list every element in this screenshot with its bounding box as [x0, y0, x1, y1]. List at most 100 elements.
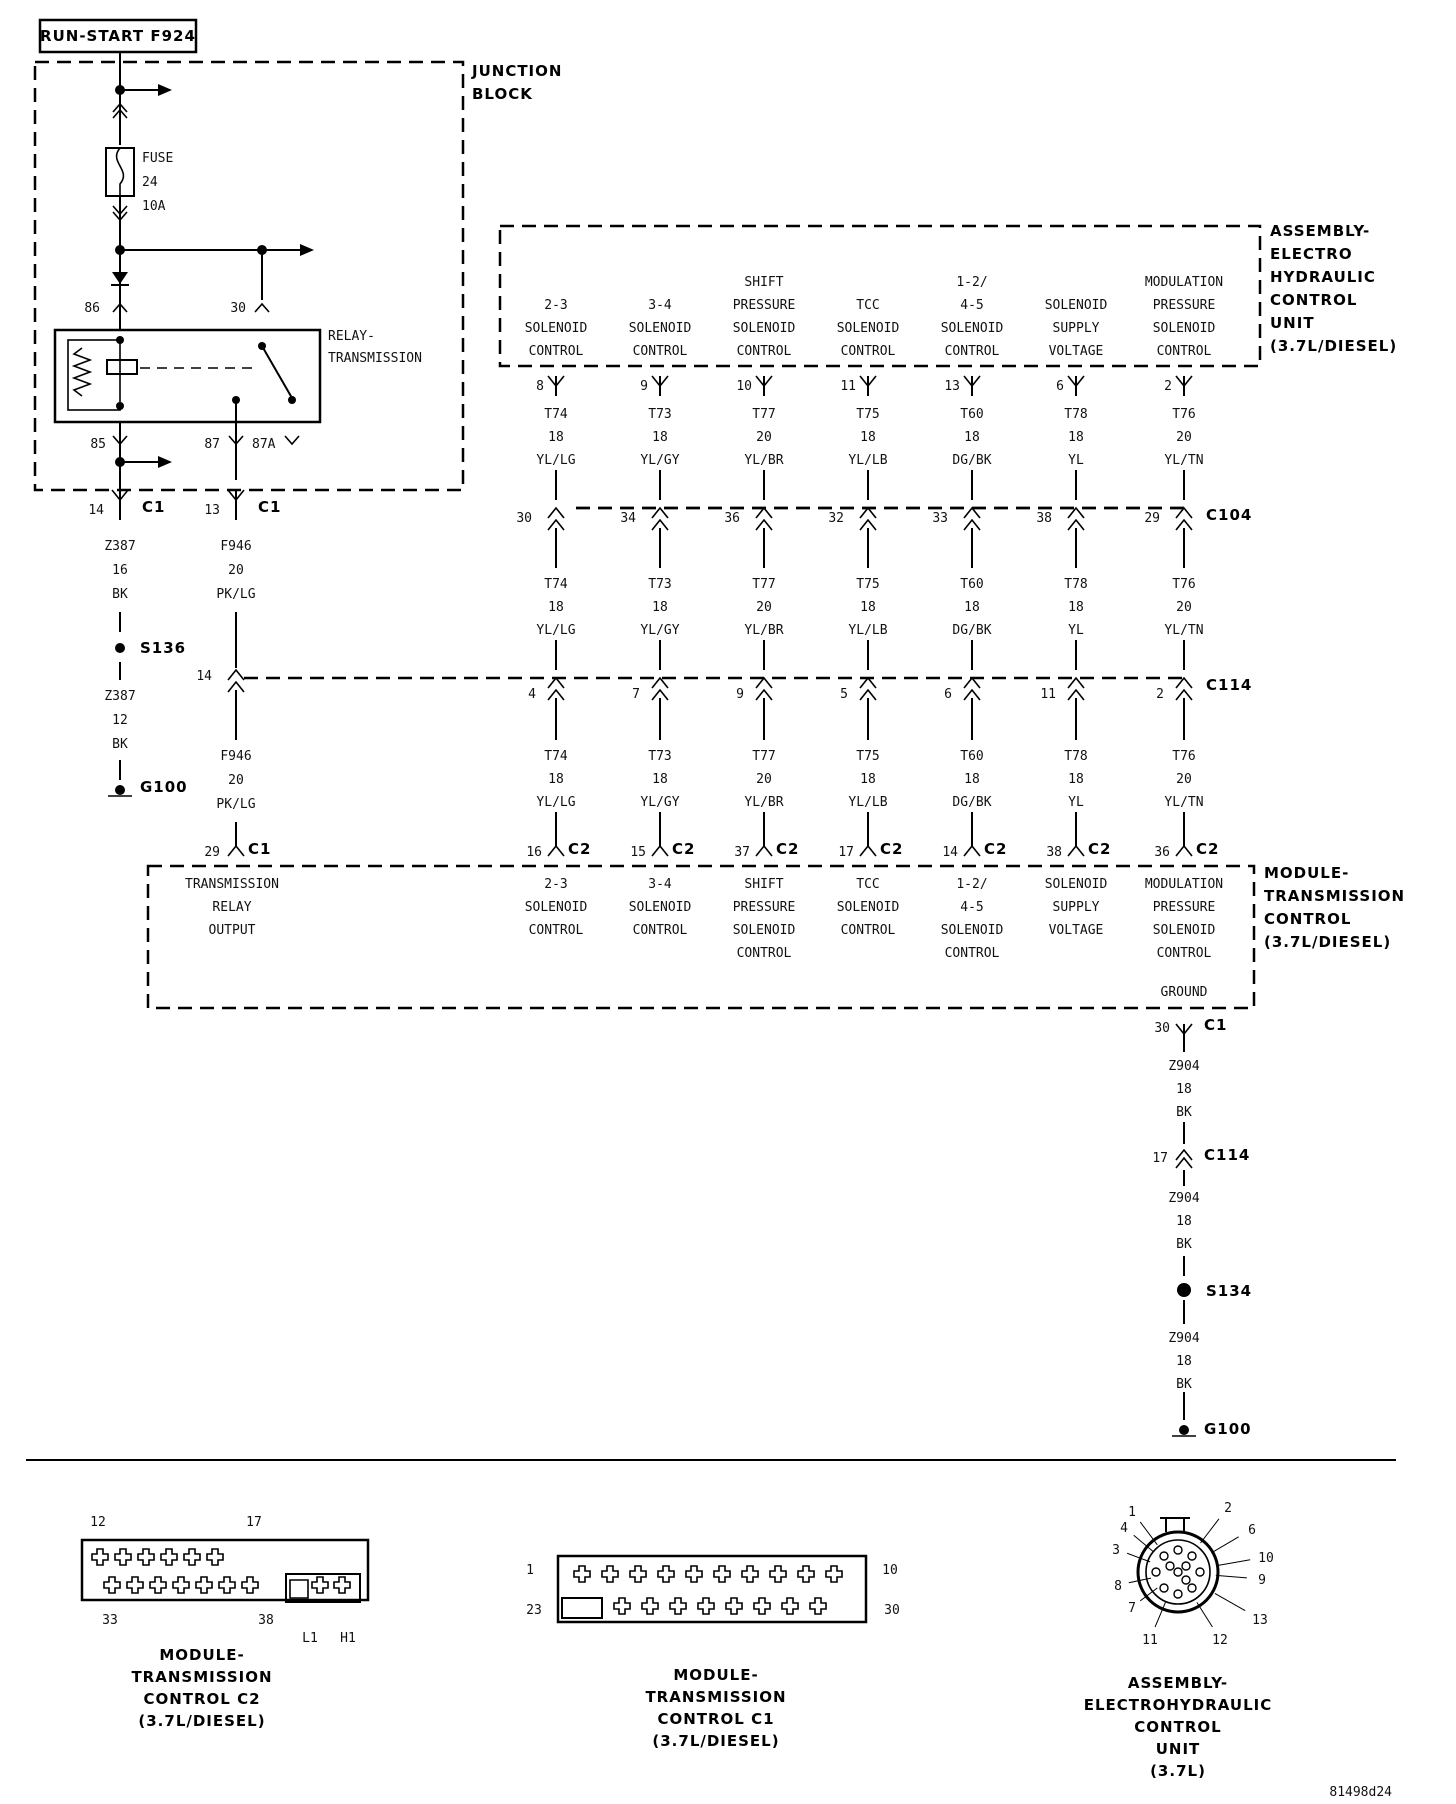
connector-symbol [547, 518, 565, 531]
connector-symbol [1067, 676, 1085, 689]
c2-view-label: CONTROL C2 [143, 1690, 260, 1708]
ehcu-label: CONTROL [1270, 291, 1357, 309]
connector-symbol [755, 676, 773, 689]
module-name: SOLENOID [1153, 923, 1216, 938]
connector-symbol [227, 844, 245, 857]
circuit-name: SOLENOID [941, 321, 1004, 336]
connector-symbol [859, 676, 877, 689]
connector-symbol [1067, 844, 1085, 857]
wire-label: T76 [1172, 577, 1195, 592]
wire-label: YL/LB [848, 623, 887, 638]
circuit-name: CONTROL [633, 344, 688, 359]
connector-c2: C2 [1088, 840, 1111, 858]
c104-pin: 32 [828, 511, 844, 526]
ehcu-view-label: UNIT [1156, 1740, 1201, 1758]
ehcu-connector-body [1136, 1530, 1220, 1614]
module-name: CONTROL [633, 923, 688, 938]
wire-label: 20 [756, 772, 772, 787]
module-name: SOLENOID [629, 900, 692, 915]
ehcu-pin-leader [1139, 1521, 1158, 1546]
c114-pin: 9 [736, 687, 744, 702]
resistor-icon [71, 347, 93, 397]
circuit-name: SOLENOID [1153, 321, 1216, 336]
wire-label: Z904 [1168, 1191, 1199, 1206]
pin-cavity-icon [629, 1565, 647, 1583]
wire-label: T60 [960, 749, 983, 764]
c114-pin: 7 [632, 687, 640, 702]
wire-label: DG/BK [952, 623, 991, 638]
pin-1: 1 [526, 1563, 534, 1578]
wire-gauge: 12 [112, 713, 128, 728]
wire-label: T78 [1064, 749, 1087, 764]
module-name: CONTROL [529, 923, 584, 938]
wire-label: YL/TN [1164, 453, 1203, 468]
fuse-number: 24 [142, 175, 158, 190]
ehcu-pin-cavity [1159, 1551, 1169, 1561]
ehcu-pin-leader [1133, 1534, 1155, 1553]
connector-symbol [227, 680, 245, 693]
connector-symbol [859, 688, 877, 701]
connector-symbol [963, 518, 981, 531]
wire-label: T74 [544, 407, 568, 422]
wire-label: YL/LG [536, 453, 575, 468]
module-name: 2-3 [544, 877, 567, 892]
ground-icon [1179, 1425, 1189, 1435]
ehcu-pin-cavity [1181, 1575, 1191, 1585]
module-name: SUPPLY [1053, 900, 1100, 915]
wire-label: 20 [1176, 772, 1192, 787]
junction-block-label-1: JUNCTION [471, 62, 562, 80]
wire-label: 18 [964, 600, 980, 615]
ehcu-pin-leader [1200, 1518, 1220, 1544]
relay-box [53, 328, 322, 424]
wire-label: T73 [648, 407, 671, 422]
wire-id: Z387 [104, 689, 135, 704]
wire-label: YL [1068, 453, 1084, 468]
connector-symbol [547, 506, 565, 519]
c1-view-label: MODULE- [673, 1666, 758, 1684]
wire-label: Z904 [1168, 1331, 1199, 1346]
wire-label: 18 [652, 772, 668, 787]
connector-c2: C2 [984, 840, 1007, 858]
wire-label: T77 [752, 749, 775, 764]
wire-label: YL/LG [536, 795, 575, 810]
c2-pin: 15 [630, 845, 646, 860]
connector-symbol [1067, 688, 1085, 701]
wire-label: T77 [752, 407, 775, 422]
pin-cavity-icon [641, 1597, 659, 1615]
wire-label: YL/LG [536, 623, 575, 638]
wire-label: YL/TN [1164, 795, 1203, 810]
wire-label: YL [1068, 623, 1084, 638]
circuit-name: 3-4 [648, 298, 672, 313]
c114-pin: 2 [1156, 687, 1164, 702]
connector-symbol [1175, 1156, 1193, 1169]
connector-c2: C2 [672, 840, 695, 858]
connector-symbol [755, 506, 773, 519]
ehcu-connector-inner [1145, 1539, 1211, 1605]
ehcu-pin-leader [1139, 1587, 1158, 1602]
connector-symbol [227, 668, 245, 681]
junction-block-label-2: BLOCK [472, 85, 533, 103]
wire-id: F946 [220, 539, 251, 554]
relay-output-label: RELAY [212, 900, 251, 915]
pin-cavity-icon [753, 1597, 771, 1615]
ehcu-pin-number: 6 [1248, 1523, 1256, 1538]
ground-g100: G100 [140, 778, 188, 796]
wire-label: 18 [1176, 1354, 1192, 1369]
c114-pin: 6 [944, 687, 952, 702]
ehcu-pin-cavity [1187, 1551, 1197, 1561]
ehcu-pin: 11 [840, 379, 856, 394]
c1-view-label: CONTROL C1 [657, 1710, 774, 1728]
c114-pin: 5 [840, 687, 848, 702]
wire-gauge: 20 [228, 563, 244, 578]
pin-87a: 87A [252, 437, 276, 452]
pin-cavity-icon [657, 1565, 675, 1583]
pin-cavity-icon [601, 1565, 619, 1583]
ground-g100: G100 [1204, 1420, 1252, 1438]
pin-cavity-icon [725, 1597, 743, 1615]
connector-symbol [859, 518, 877, 531]
wire-label: YL/BR [744, 453, 783, 468]
module-name: 1-2/ [956, 877, 987, 892]
ehcu-pin-number: 11 [1142, 1633, 1158, 1648]
ehcu-pin-leader [1126, 1552, 1151, 1563]
circuit-name: SOLENOID [733, 321, 796, 336]
